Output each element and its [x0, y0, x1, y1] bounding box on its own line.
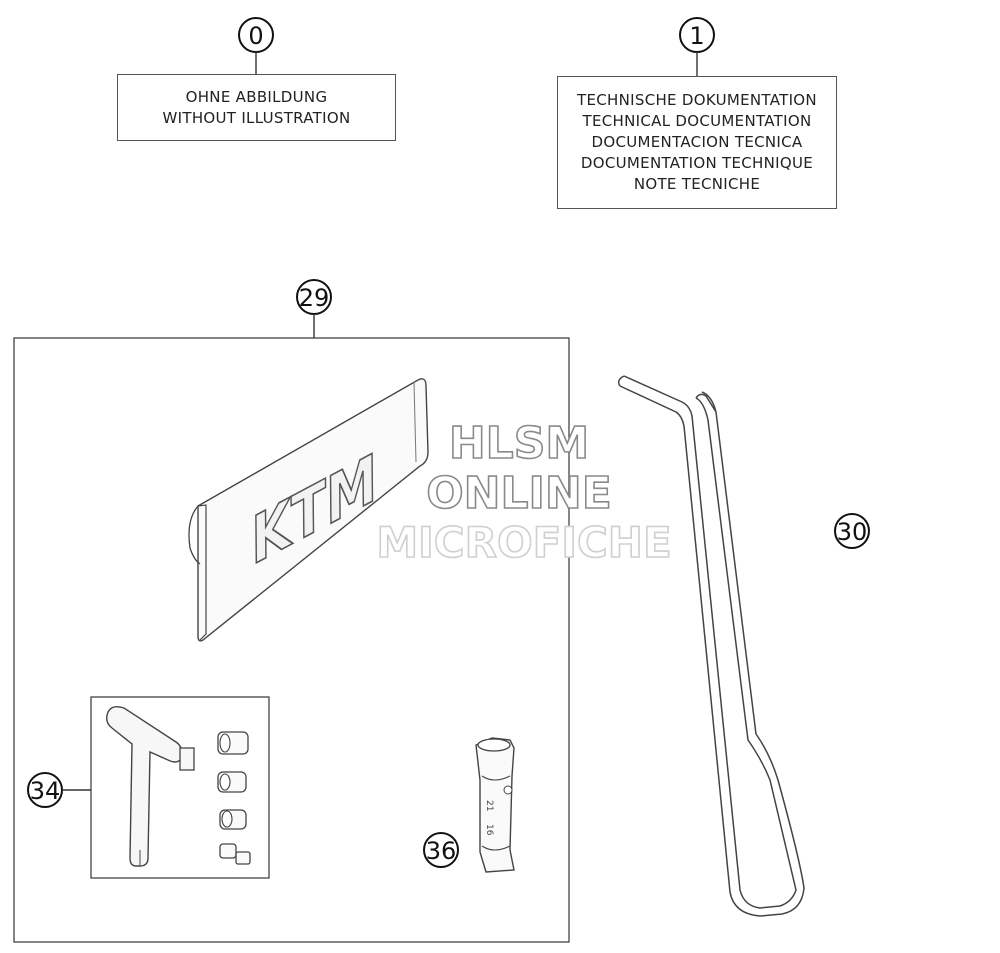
callout-36[interactable]: 36 [423, 832, 459, 868]
callout-number: 30 [837, 518, 868, 546]
label-line: DOCUMENTATION TECHNIQUE [580, 154, 814, 172]
callout-0[interactable]: 0 [238, 17, 274, 74]
watermark-line-3: MICROFICHE [376, 518, 671, 567]
label-line: TECHNISCHE DOKUMENTATION [577, 91, 817, 109]
wrench-size-upper: 21 [484, 800, 494, 811]
callout-34[interactable]: 34 [27, 772, 91, 808]
callout-number: 29 [299, 284, 330, 312]
technical-documentation-label: TECHNISCHE DOKUMENTATION TECHNICAL DOCUM… [557, 76, 837, 209]
callout-number: 36 [426, 837, 457, 865]
callout-30[interactable]: 30 [834, 513, 870, 549]
callout-1[interactable]: 1 [679, 17, 715, 76]
tool-pouch[interactable]: KTM [188, 378, 429, 642]
spark-plug-wrench[interactable]: 21 16 [475, 737, 515, 873]
callout-number: 34 [30, 777, 61, 805]
tool-kit-frame [13, 337, 570, 943]
watermark-line-2: ONLINE [426, 468, 612, 519]
label-line: DOCUMENTACION TECNICA [591, 133, 803, 151]
without-illustration-label: OHNE ABBILDUNG WITHOUT ILLUSTRATION [117, 74, 396, 141]
hex-tool-frame [90, 696, 270, 879]
side-stand[interactable] [617, 375, 805, 917]
label-line: TECHNICAL DOCUMENTATION [582, 112, 812, 130]
watermark: HLSM ONLINE MICROFICHE [376, 417, 673, 568]
t-handle-wrench[interactable] [105, 705, 195, 867]
bit-sockets[interactable] [217, 731, 251, 865]
callout-number: 1 [689, 22, 704, 50]
callout-29[interactable]: 29 [296, 279, 332, 338]
wrench-size-lower: 16 [484, 824, 494, 836]
label-line: NOTE TECNICHE [633, 175, 761, 193]
watermark-line-1: HLSM [449, 418, 589, 469]
label-line: WITHOUT ILLUSTRATION [162, 108, 351, 127]
callout-number: 0 [248, 22, 263, 50]
label-line: OHNE ABBILDUNG [185, 87, 328, 106]
